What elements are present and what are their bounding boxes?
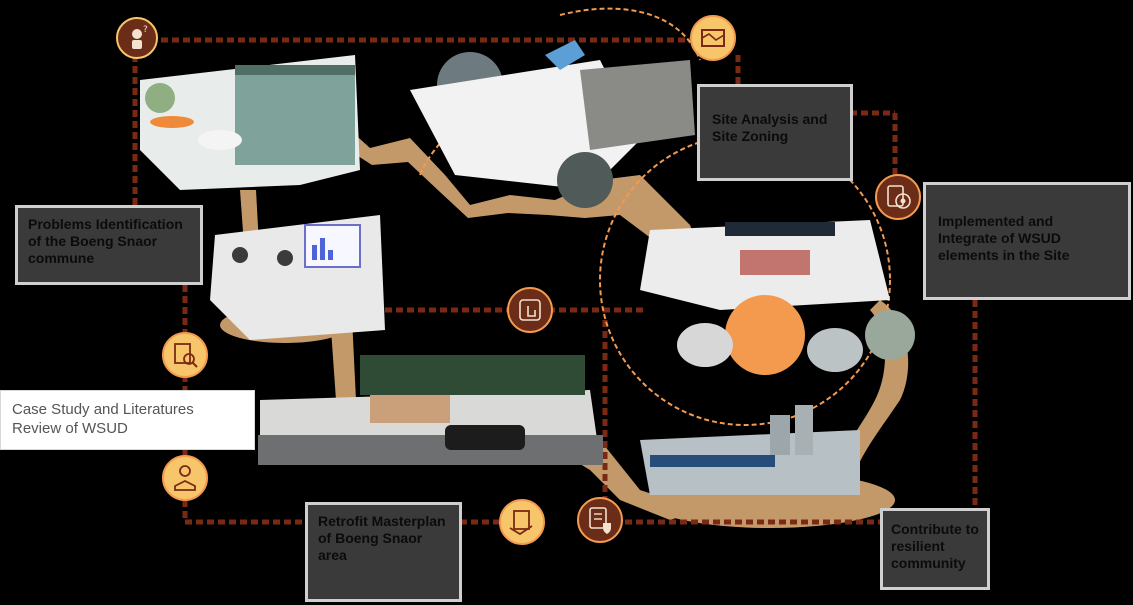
scene-photo-alley	[557, 152, 613, 208]
scene-asphalt	[258, 435, 603, 465]
scene-skyline-1	[770, 415, 790, 455]
document-search-icon[interactable]	[162, 332, 208, 378]
question-person-icon[interactable]: ?	[116, 17, 158, 59]
reading-person-icon[interactable]	[162, 455, 208, 501]
label-retrofit: Retrofit Masterplan of Boeng Snaor area	[318, 513, 446, 563]
scene-person-2	[277, 250, 293, 266]
label-site-analysis: Site Analysis and Site Zoning	[712, 111, 828, 144]
map-analysis-icon[interactable]	[690, 15, 736, 61]
scene-market-roof	[360, 355, 585, 395]
scene-orange-sun	[725, 295, 805, 375]
scene-chart-bar-1	[312, 245, 317, 260]
scene-canopy	[725, 222, 835, 236]
scene-paver-right	[807, 328, 863, 372]
label-implementation: Implemented and Integrate of WSUD elemen…	[938, 213, 1070, 263]
scene-planter-left	[677, 323, 733, 367]
label-problem-identification: Problems Identification of the Boeng Sna…	[28, 216, 183, 266]
scene-bottom-canopy	[650, 455, 775, 467]
scene-house-roof	[235, 65, 355, 75]
label-contribute: Contribute to resilient community	[891, 521, 979, 571]
scene-tree-left	[145, 83, 175, 113]
hand-pointer-icon[interactable]	[507, 287, 553, 333]
scene-car-white	[198, 130, 242, 150]
scene-person-1	[232, 247, 248, 263]
scene-blue-arrows	[545, 40, 585, 70]
scene-plaza-grid	[370, 395, 450, 423]
checklist-shield-icon[interactable]	[577, 497, 623, 543]
scene-chart-bar-2	[320, 238, 325, 260]
scene-house-block	[235, 70, 355, 165]
scene-suv	[445, 425, 525, 450]
icon-nodes: ?	[116, 15, 921, 545]
scene-umbrella	[150, 116, 194, 128]
svg-text:?: ?	[143, 25, 148, 35]
scene-chart-bar-3	[328, 250, 333, 260]
box-retrofit: Retrofit Masterplan of Boeng Snaor area	[305, 502, 462, 602]
scene-plan-red-tiles	[740, 250, 810, 275]
scene-greenroof-right	[865, 310, 915, 360]
box-implementation: Implemented and Integrate of WSUD elemen…	[923, 182, 1131, 300]
contract-sign-icon[interactable]	[499, 499, 545, 545]
box-problem-identification: Problems Identification of the Boeng Sna…	[15, 205, 203, 285]
scene-warehouse-photo	[580, 60, 695, 150]
ground-path-middle-street	[330, 315, 356, 400]
scene-skyline-2	[795, 405, 813, 455]
target-clipboard-icon[interactable]	[875, 174, 921, 220]
box-site-analysis: Site Analysis and Site Zoning	[697, 84, 853, 181]
box-case-study: Case Study and Literatures Review of WSU…	[0, 390, 255, 450]
box-contribute: Contribute to resilient community	[880, 508, 990, 590]
scene-vignettes	[140, 40, 915, 495]
label-case-study: Case Study and Literatures Review of WSU…	[12, 401, 194, 437]
